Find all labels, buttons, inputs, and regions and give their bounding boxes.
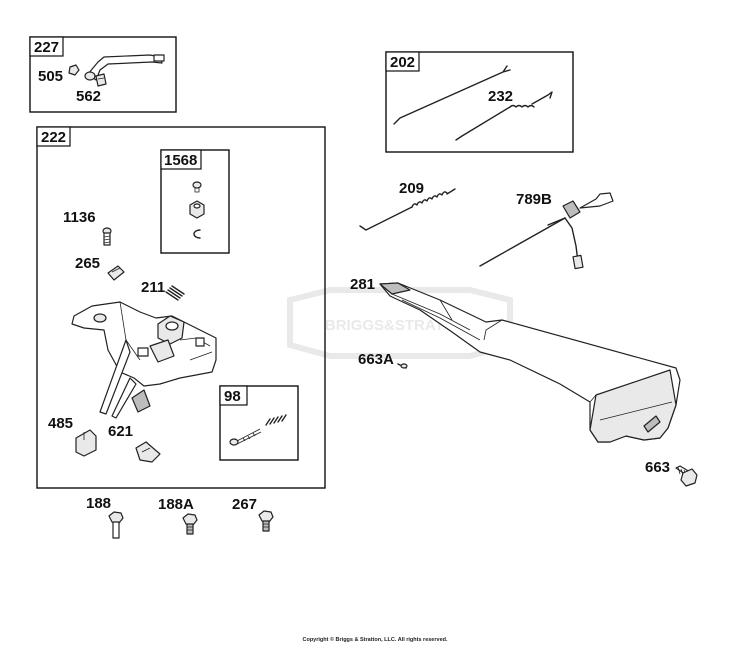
copyright-text: Copyright © Briggs & Stratton, LLC. All … <box>302 636 448 643</box>
spring-98 <box>265 414 287 426</box>
group-1568-label: 1568 <box>164 152 197 169</box>
bolt-663 <box>675 465 698 487</box>
group-1568-tag <box>160 149 202 170</box>
label-188: 188 <box>86 495 111 512</box>
group-227-frame <box>29 36 177 113</box>
bolt-188A <box>182 513 198 535</box>
label-232: 232 <box>488 88 513 105</box>
bolt-267 <box>258 510 274 532</box>
knob-485 <box>75 429 97 457</box>
group-98-label: 98 <box>224 388 241 405</box>
spring-211 <box>165 285 185 301</box>
group-227-label: 227 <box>34 39 59 56</box>
label-209: 209 <box>399 180 424 197</box>
label-789B: 789B <box>516 191 552 208</box>
control-bracket <box>71 301 217 419</box>
label-485: 485 <box>48 415 73 432</box>
label-621: 621 <box>108 423 133 440</box>
bolt-188 <box>108 511 124 539</box>
clip-562 <box>95 73 107 87</box>
group-202-label: 202 <box>390 54 415 71</box>
nut-1568-b <box>189 200 205 219</box>
label-188A: 188A <box>158 496 194 513</box>
label-505: 505 <box>38 68 63 85</box>
label-663: 663 <box>645 459 670 476</box>
label-267: 267 <box>232 496 257 513</box>
screw-98 <box>229 428 262 446</box>
group-202-tag <box>385 51 420 72</box>
clip-621 <box>135 441 161 463</box>
governor-link-rod <box>393 65 511 125</box>
governor-spring-232 <box>455 91 553 141</box>
group-222-label: 222 <box>41 129 66 146</box>
label-562: 562 <box>76 88 101 105</box>
group-202-frame <box>385 51 574 153</box>
group-227-tag <box>29 36 64 57</box>
screw-1568-a <box>192 181 202 193</box>
label-265: 265 <box>75 255 100 272</box>
screw-663A <box>397 363 408 369</box>
screw-1136 <box>102 227 112 246</box>
nut-505 <box>68 64 80 76</box>
spring-209 <box>359 188 456 231</box>
air-guide-281 <box>379 282 681 443</box>
group-222-tag <box>36 126 71 147</box>
group-98-tag <box>219 385 248 406</box>
clip-1568-c <box>193 229 201 239</box>
group-98-frame <box>219 385 299 461</box>
label-211: 211 <box>141 279 165 296</box>
label-281: 281 <box>350 276 375 293</box>
cable-789B <box>479 192 614 270</box>
label-1136: 1136 <box>63 209 96 226</box>
lever-arm-227 <box>84 54 165 81</box>
label-663A: 663A <box>358 351 394 368</box>
group-222-frame <box>36 126 326 489</box>
clip-265 <box>107 265 125 281</box>
